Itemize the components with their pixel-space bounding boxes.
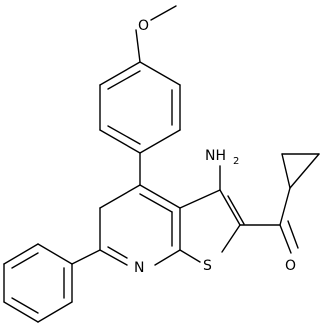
methoxyphenyl-ring xyxy=(99,61,181,154)
phenyl-ring xyxy=(3,243,73,323)
bond-pyridine-phenyl xyxy=(71,249,101,265)
bond-carbonyl-o xyxy=(279,224,292,254)
thiophene-ring xyxy=(179,189,245,263)
pyridine-ring xyxy=(99,184,181,266)
bond-o-aryl xyxy=(135,29,141,63)
atom-methoxy-oxygen: O xyxy=(138,18,149,34)
bond-methyl-o xyxy=(150,5,177,21)
cyclopropyl-ring xyxy=(279,153,320,226)
atom-pyridine-nitrogen: N xyxy=(134,260,144,276)
atom-thiophene-sulfur: S xyxy=(203,258,212,274)
bond-carbonyl-o-double xyxy=(287,220,299,249)
atom-carbonyl-oxygen: O xyxy=(285,258,296,274)
atom-amino-nitrogen: NH xyxy=(205,148,226,164)
atom-amino-h-count: 2 xyxy=(233,156,239,167)
